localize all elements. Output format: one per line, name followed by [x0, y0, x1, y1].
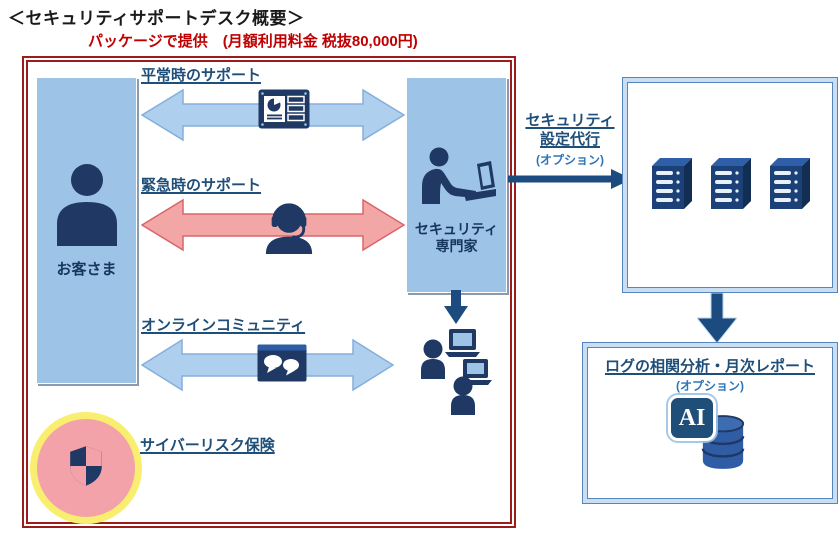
insurance-badge — [30, 412, 142, 524]
log-report-box: ログの相関分析・月次レポート (オプション) AI — [582, 342, 838, 504]
security-config-line2: 設定代行 — [539, 130, 600, 148]
security-config-note: (オプション) — [536, 152, 604, 167]
customer-box: お客さま — [36, 77, 137, 384]
server-box — [622, 77, 838, 293]
arrow-right-security-config — [508, 168, 632, 195]
customer-label: お客さま — [56, 261, 117, 278]
package-price-label: パッケージで提供 (月額利用料金 税抜80,000円) — [88, 33, 418, 50]
security-expert-box: セキュリティ専門家 — [406, 77, 507, 293]
security-config-line1: セキュリティ — [525, 112, 615, 129]
package-frame — [22, 56, 516, 528]
log-report-note: (オプション) — [676, 379, 744, 393]
expert-at-laptop-icon — [418, 146, 496, 209]
expert-label: セキュリティ専門家 — [415, 221, 498, 255]
ai-icon: AI — [668, 395, 716, 441]
expert-label-line2: 専門家 — [435, 237, 478, 254]
headset-operator-icon — [261, 200, 317, 259]
person-icon — [55, 162, 119, 251]
channel-emergency-support-label: 緊急時のサポート — [141, 177, 262, 194]
community-users-icon — [419, 327, 497, 420]
arrow-down-to-community — [444, 290, 468, 330]
log-report-title: ログの相関分析・月次レポート — [604, 358, 815, 375]
server-icon-3 — [766, 155, 812, 216]
chat-bubbles-icon — [257, 344, 307, 387]
expert-label-line1: セキュリティ — [414, 221, 499, 237]
channel-normal-support-label: 平常時のサポート — [141, 67, 262, 84]
cyber-risk-insurance-label: サイバーリスク保険 — [140, 437, 275, 454]
dashboard-report-icon — [258, 89, 310, 134]
page-title: ＜セキュリティサポートデスク概要＞ — [8, 9, 305, 28]
channel-online-community-label: オンラインコミュニティ — [141, 317, 306, 334]
arrow-down-to-log-report — [695, 292, 739, 348]
shield-icon — [67, 443, 105, 494]
security-config-option-label: セキュリティ 設定代行 (オプション) — [508, 112, 632, 170]
server-icon-1 — [648, 155, 694, 216]
server-icon-2 — [707, 155, 753, 216]
